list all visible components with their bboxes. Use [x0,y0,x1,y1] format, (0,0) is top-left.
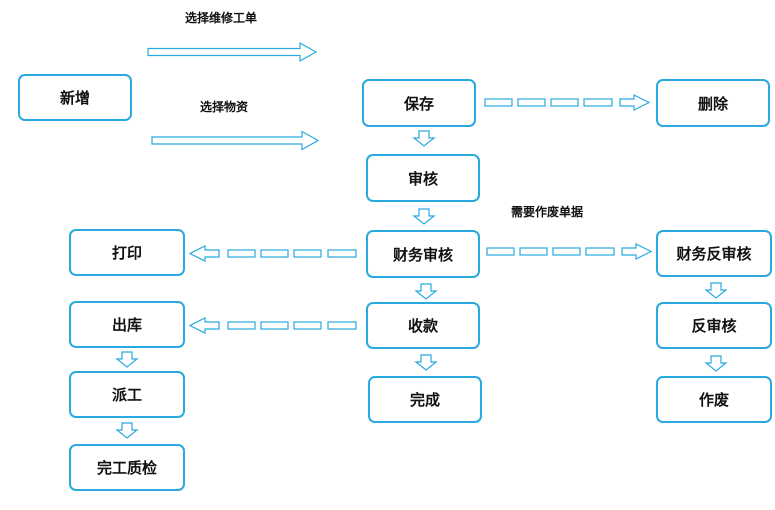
down-arrow-dispatch-qc [115,422,139,439]
node-void[interactable]: 作废 [656,376,772,423]
label-select-order: 选择维修工单 [185,11,258,25]
down-arrow-unreview-void [704,355,728,372]
node-save[interactable]: 保存 [362,79,476,127]
node-print[interactable]: 打印 [69,229,185,276]
node-dispatch[interactable]: 派工 [69,371,185,418]
label-need-void: 需要作废单据 [511,205,584,219]
down-arrow-finance-collect [414,283,438,300]
node-delete[interactable]: 删除 [656,79,770,127]
down-arrow-unreviewfin-unreview [704,282,728,299]
node-stock-out[interactable]: 出库 [69,301,185,348]
arrow-select-material [151,130,320,151]
arrow-select-order [147,41,318,63]
node-collect[interactable]: 收款 [366,302,480,349]
dashed-arrow-finance-to-print [188,245,357,262]
dashed-arrow-collect-to-stockout [188,317,357,334]
node-add[interactable]: 新增 [18,74,132,121]
dashed-arrow-save-to-delete [484,94,651,111]
node-qc[interactable]: 完工质检 [69,444,185,491]
dashed-arrow-finance-to-unreview [486,243,653,260]
down-arrow-save-review [412,130,436,147]
node-finance-unreview[interactable]: 财务反审核 [656,230,772,277]
node-complete[interactable]: 完成 [368,376,482,423]
label-select-material: 选择物资 [200,100,249,114]
down-arrow-stockout-dispatch [115,351,139,368]
node-unreview[interactable]: 反审核 [656,302,772,349]
down-arrow-review-finance [412,208,436,225]
node-review[interactable]: 审核 [366,154,480,202]
node-finance-review[interactable]: 财务审核 [366,230,480,278]
down-arrow-collect-complete [414,354,438,371]
